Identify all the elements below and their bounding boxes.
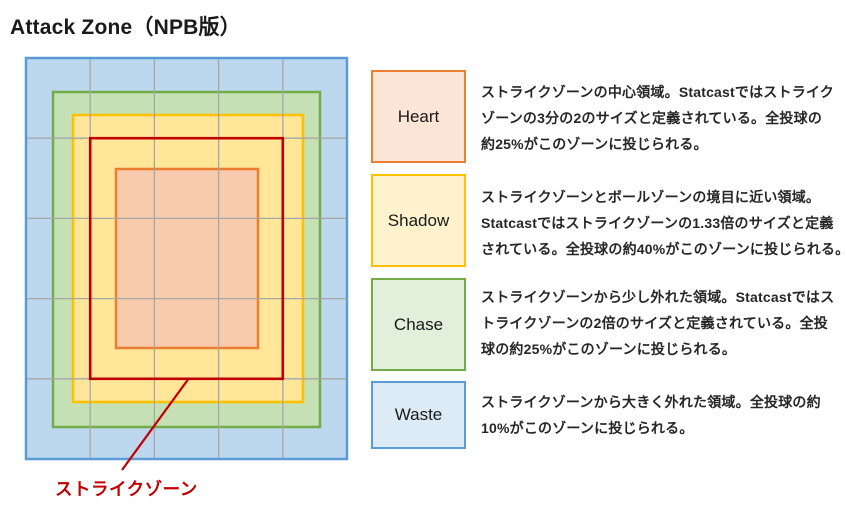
legend-swatch-waste: Waste	[371, 381, 466, 449]
legend-label-waste: Waste	[394, 405, 443, 424]
strike-zone-callout-line	[121, 378, 189, 471]
legend-swatch-heart: Heart	[371, 70, 466, 163]
strike-zone-rect	[88, 136, 285, 381]
heart-zone-rect	[114, 167, 260, 350]
legend-swatch-chase: Chase	[371, 278, 466, 371]
legend-label-heart: Heart	[397, 106, 440, 126]
page-title: Attack Zone（NPB版）	[10, 16, 241, 39]
legend-description-chase: ストライクゾーンから少し外れた領域。Statcastではス トライクゾーンの2倍…	[481, 289, 835, 357]
strike-zone-label: ストライクゾーン	[55, 479, 198, 499]
legend-description-waste: ストライクゾーンから大きく外れた領域。全投球の約 10%がこのゾーンに投じられる…	[481, 394, 821, 436]
attack-zone-diagram: ストライクゾーン	[24, 56, 349, 499]
legend-label-shadow: Shadow	[387, 210, 450, 230]
legend-description-heart: ストライクゾーンの中心領域。Statcastではストライク ゾーンの3分の2のサ…	[481, 84, 835, 152]
legend-swatch-shadow: Shadow	[371, 174, 466, 267]
legend-label-chase: Chase	[393, 314, 444, 334]
legend-description-shadow: ストライクゾーンとボールゾーンの境目に近い領域。 Statcastではストライク…	[481, 189, 846, 257]
